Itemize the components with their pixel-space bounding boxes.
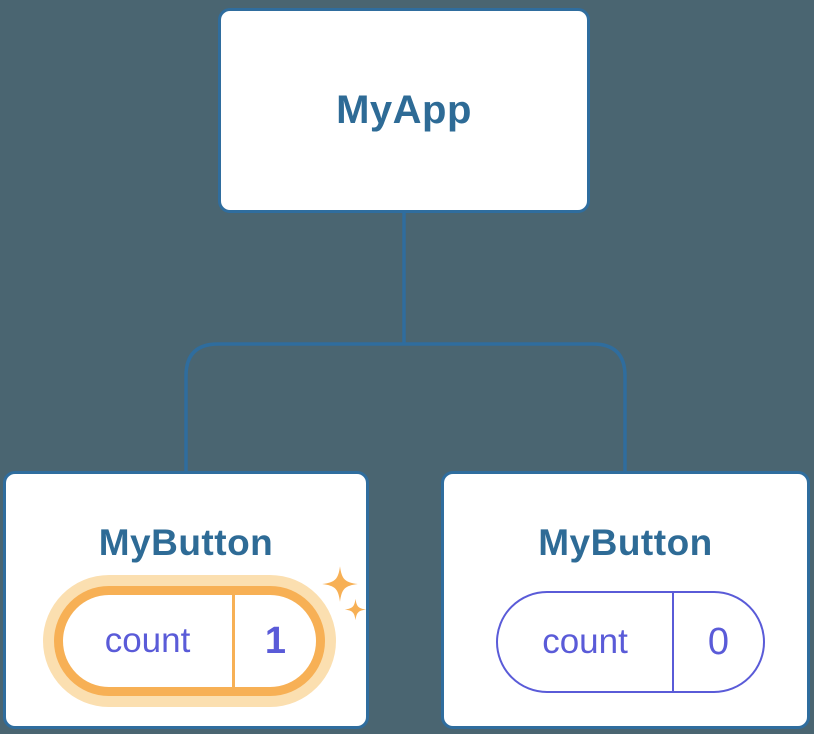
tree-node-myapp: MyApp [218, 8, 590, 213]
connector-branch-bracket [184, 342, 627, 471]
sparkle-icon [344, 598, 367, 621]
sparkle-icon [322, 566, 358, 602]
state-key-label: count [104, 621, 191, 660]
pill-divider [672, 593, 674, 691]
state-value: 0 [707, 620, 730, 663]
pill-divider [232, 595, 235, 687]
node-title: MyApp [336, 88, 472, 132]
node-title: MyButton [538, 522, 713, 563]
node-title: MyButton [98, 522, 274, 563]
state-pill: count 0 [496, 591, 765, 693]
tree-node-mybutton-1: MyButton count 1 [3, 471, 369, 729]
state-pill-highlighted: count 1 [63, 595, 316, 687]
tree-node-mybutton-2: MyButton count 0 [441, 471, 810, 729]
state-value: 1 [264, 619, 287, 662]
state-key-label: count [542, 622, 628, 661]
